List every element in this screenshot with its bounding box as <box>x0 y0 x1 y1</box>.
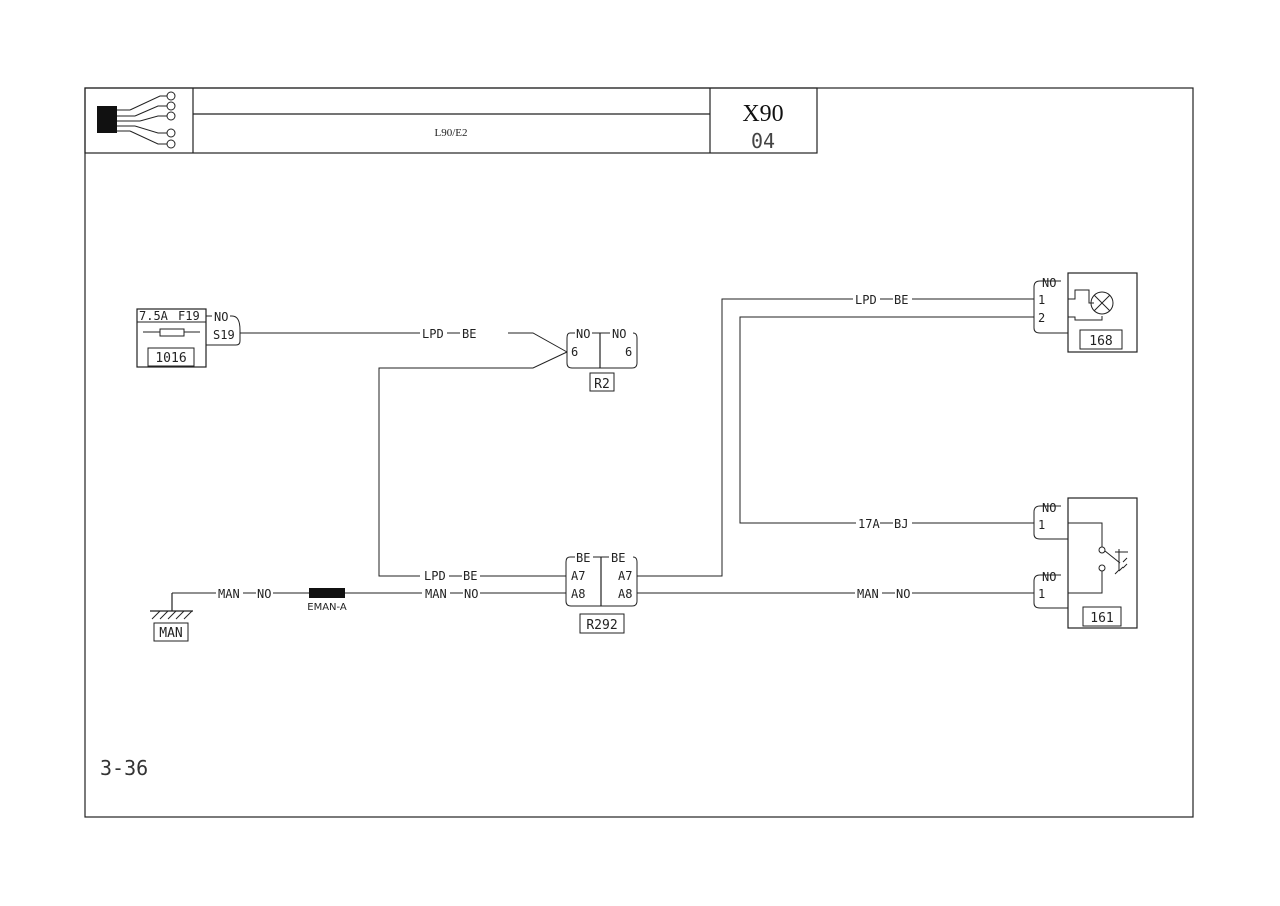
svg-text:LPD: LPD <box>424 569 446 583</box>
r2-right-color: NO <box>612 327 626 341</box>
r292-left-color: BE <box>576 551 590 565</box>
lamp-pin-2: 2 <box>1038 311 1045 325</box>
svg-text:BE: BE <box>462 327 476 341</box>
lamp-color: NO <box>1042 276 1056 290</box>
ground-man: MAN <box>150 593 193 642</box>
r292-right-pin-a7: A7 <box>618 569 632 583</box>
svg-text:BJ: BJ <box>894 517 908 531</box>
wires <box>172 298 1034 594</box>
wire-label-r2-r292: LPD BE <box>424 569 477 583</box>
r2-left-color: NO <box>576 327 590 341</box>
page-reference: 3-36 <box>100 756 148 780</box>
svg-text:17A: 17A <box>858 517 880 531</box>
r292-left-pin-a7: A7 <box>571 569 585 583</box>
switch-161: 161 NO 1 NO 1 <box>1033 497 1138 629</box>
r2-left-pin: 6 <box>571 345 578 359</box>
connector-r2: NO NO 6 6 R2 <box>566 327 638 392</box>
connector-icon <box>97 91 176 149</box>
wire-labels: LPD BE LPD BE LPD BE MAN NO MAN NO MAN N… <box>218 293 910 601</box>
switch-label: 161 <box>1090 611 1113 626</box>
svg-text:BE: BE <box>463 569 477 583</box>
r292-right-color: BE <box>611 551 625 565</box>
switch-top-color: NO <box>1042 501 1056 515</box>
splice-label: EMAN-A <box>307 602 347 613</box>
title-model: X90 <box>742 101 783 127</box>
lamp-icon <box>1090 291 1114 315</box>
lamp-label: 168 <box>1089 334 1112 349</box>
switch-icon <box>1068 522 1128 594</box>
fuse-ref: F19 <box>178 309 200 323</box>
switch-bottom-pin: 1 <box>1038 587 1045 601</box>
wire-label-r292-lamp: LPD BE <box>855 293 908 307</box>
r2-label: R2 <box>594 377 610 392</box>
svg-text:MAN: MAN <box>218 587 240 601</box>
lamp-168: 168 NO 1 2 <box>1033 272 1138 353</box>
r2-right-pin: 6 <box>625 345 632 359</box>
switch-bottom-color: NO <box>1042 570 1056 584</box>
svg-text:NO: NO <box>464 587 478 601</box>
r292-left-pin-a8: A8 <box>571 587 585 601</box>
r292-label: R292 <box>586 618 617 633</box>
connector-r292: BE BE A7 A8 A7 A8 R292 <box>565 551 638 634</box>
svg-text:LPD: LPD <box>422 327 444 341</box>
wire-label-splice-r292: MAN NO <box>425 587 478 601</box>
svg-text:LPD: LPD <box>855 293 877 307</box>
fuse-box-1016: 7.5A F19 1016 NO S19 <box>136 308 241 368</box>
svg-text:BE: BE <box>894 293 908 307</box>
r292-right-pin-a8: A8 <box>618 587 632 601</box>
fuse-box-label: 1016 <box>155 351 186 366</box>
title-block: L90/E2 X90 04 <box>84 87 818 154</box>
fuse-icon <box>159 328 185 337</box>
lamp-pin-1: 1 <box>1038 293 1045 307</box>
wire-label-ground: MAN NO <box>218 587 271 601</box>
svg-text:MAN: MAN <box>425 587 447 601</box>
fuse-pin: S19 <box>213 328 235 342</box>
svg-text:NO: NO <box>896 587 910 601</box>
title-version: 04 <box>751 129 775 153</box>
fuse-color: NO <box>214 310 228 324</box>
svg-text:MAN: MAN <box>857 587 879 601</box>
wire-label-fuse-r2: LPD BE <box>422 327 476 341</box>
title-code: L90/E2 <box>435 127 468 139</box>
wire-label-lamp-switch: 17A BJ <box>858 517 908 531</box>
ground-label: MAN <box>159 626 182 641</box>
wire-label-r292-switch: MAN NO <box>857 587 910 601</box>
switch-top-pin: 1 <box>1038 518 1045 532</box>
fuse-rating: 7.5A <box>139 309 169 323</box>
svg-text:NO: NO <box>257 587 271 601</box>
splice-eman-a: EMAN-A <box>307 588 347 613</box>
page-frame <box>84 87 1194 818</box>
